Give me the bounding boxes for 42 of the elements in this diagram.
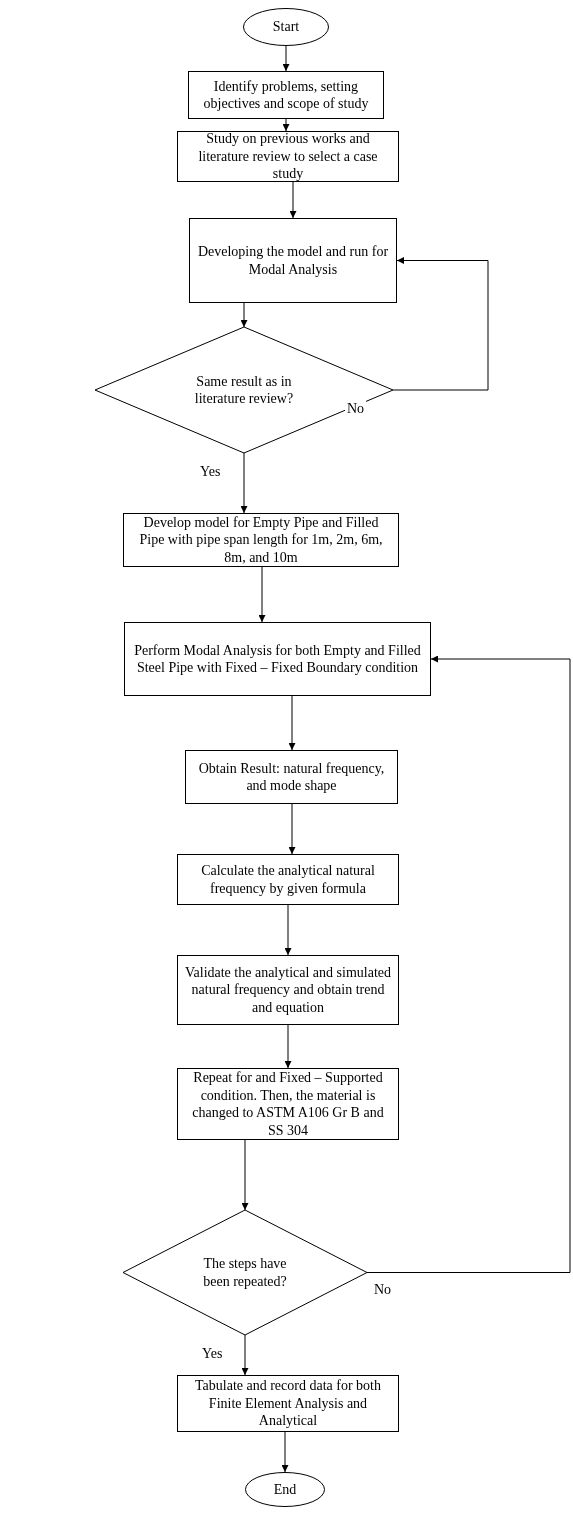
step-text: Developing the model and run for Modal Analysis — [196, 243, 390, 278]
process-box — [177, 131, 399, 182]
terminal-oval — [243, 8, 329, 46]
arrow — [241, 1334, 249, 1376]
process-box — [177, 854, 399, 905]
process-box — [177, 955, 399, 1025]
terminal-oval — [245, 1472, 325, 1507]
arrow — [392, 257, 489, 391]
arrow — [284, 1024, 292, 1069]
step-text: Repeat for and Fixed – Supported condition. Then, the material is changed to ASTM A106 Gr B and SS 304 — [191, 1069, 385, 1139]
arrow — [281, 1431, 289, 1473]
terminal-label: End — [273, 1480, 297, 1499]
arrow — [282, 118, 290, 132]
decision-diamond — [123, 1210, 367, 1335]
arrow — [288, 803, 296, 855]
arrow — [240, 302, 248, 328]
process-box — [185, 750, 398, 804]
step-text: Obtain Result: natural frequency, and mode shape — [197, 759, 386, 795]
arrow — [240, 452, 248, 514]
step-text: Calculate the analytical natural frequency by given formula — [200, 862, 376, 897]
arrow — [366, 655, 571, 1273]
step-text: Study on previous works and literature review to select a case study — [197, 130, 379, 183]
process-box — [189, 218, 397, 303]
step-text: Validate the analytical and simulated natural frequency and obtain trend and equation — [184, 963, 392, 1017]
step-text: Develop model for Empty Pipe and Filled Pipe with pipe span length for 1m, 2m, 6m, 8m, and 10m — [138, 513, 384, 567]
terminal-label: Start — [272, 18, 300, 36]
arrow — [282, 45, 290, 72]
arrow — [284, 904, 292, 956]
process-box — [177, 1068, 399, 1140]
process-box — [188, 71, 384, 119]
arrow — [241, 1139, 249, 1211]
arrow — [288, 695, 296, 751]
process-box — [177, 1375, 399, 1432]
step-text: Perform Modal Analysis for both Empty and Filled Steel Pipe with Fixed – Fixed Boundary condition — [133, 641, 422, 677]
decision-text: Same result as in literature review? — [193, 372, 295, 408]
process-box — [124, 622, 431, 696]
arrow — [258, 566, 266, 623]
decision-diamond — [95, 327, 393, 453]
arrow — [289, 181, 297, 219]
decision-text: The steps have been repeated? — [202, 1255, 288, 1290]
step-text: Tabulate and record data for both Finite Element Analysis and Analytical — [194, 1377, 382, 1430]
step-text: Identify problems, setting objectives and scope of study — [202, 77, 370, 113]
